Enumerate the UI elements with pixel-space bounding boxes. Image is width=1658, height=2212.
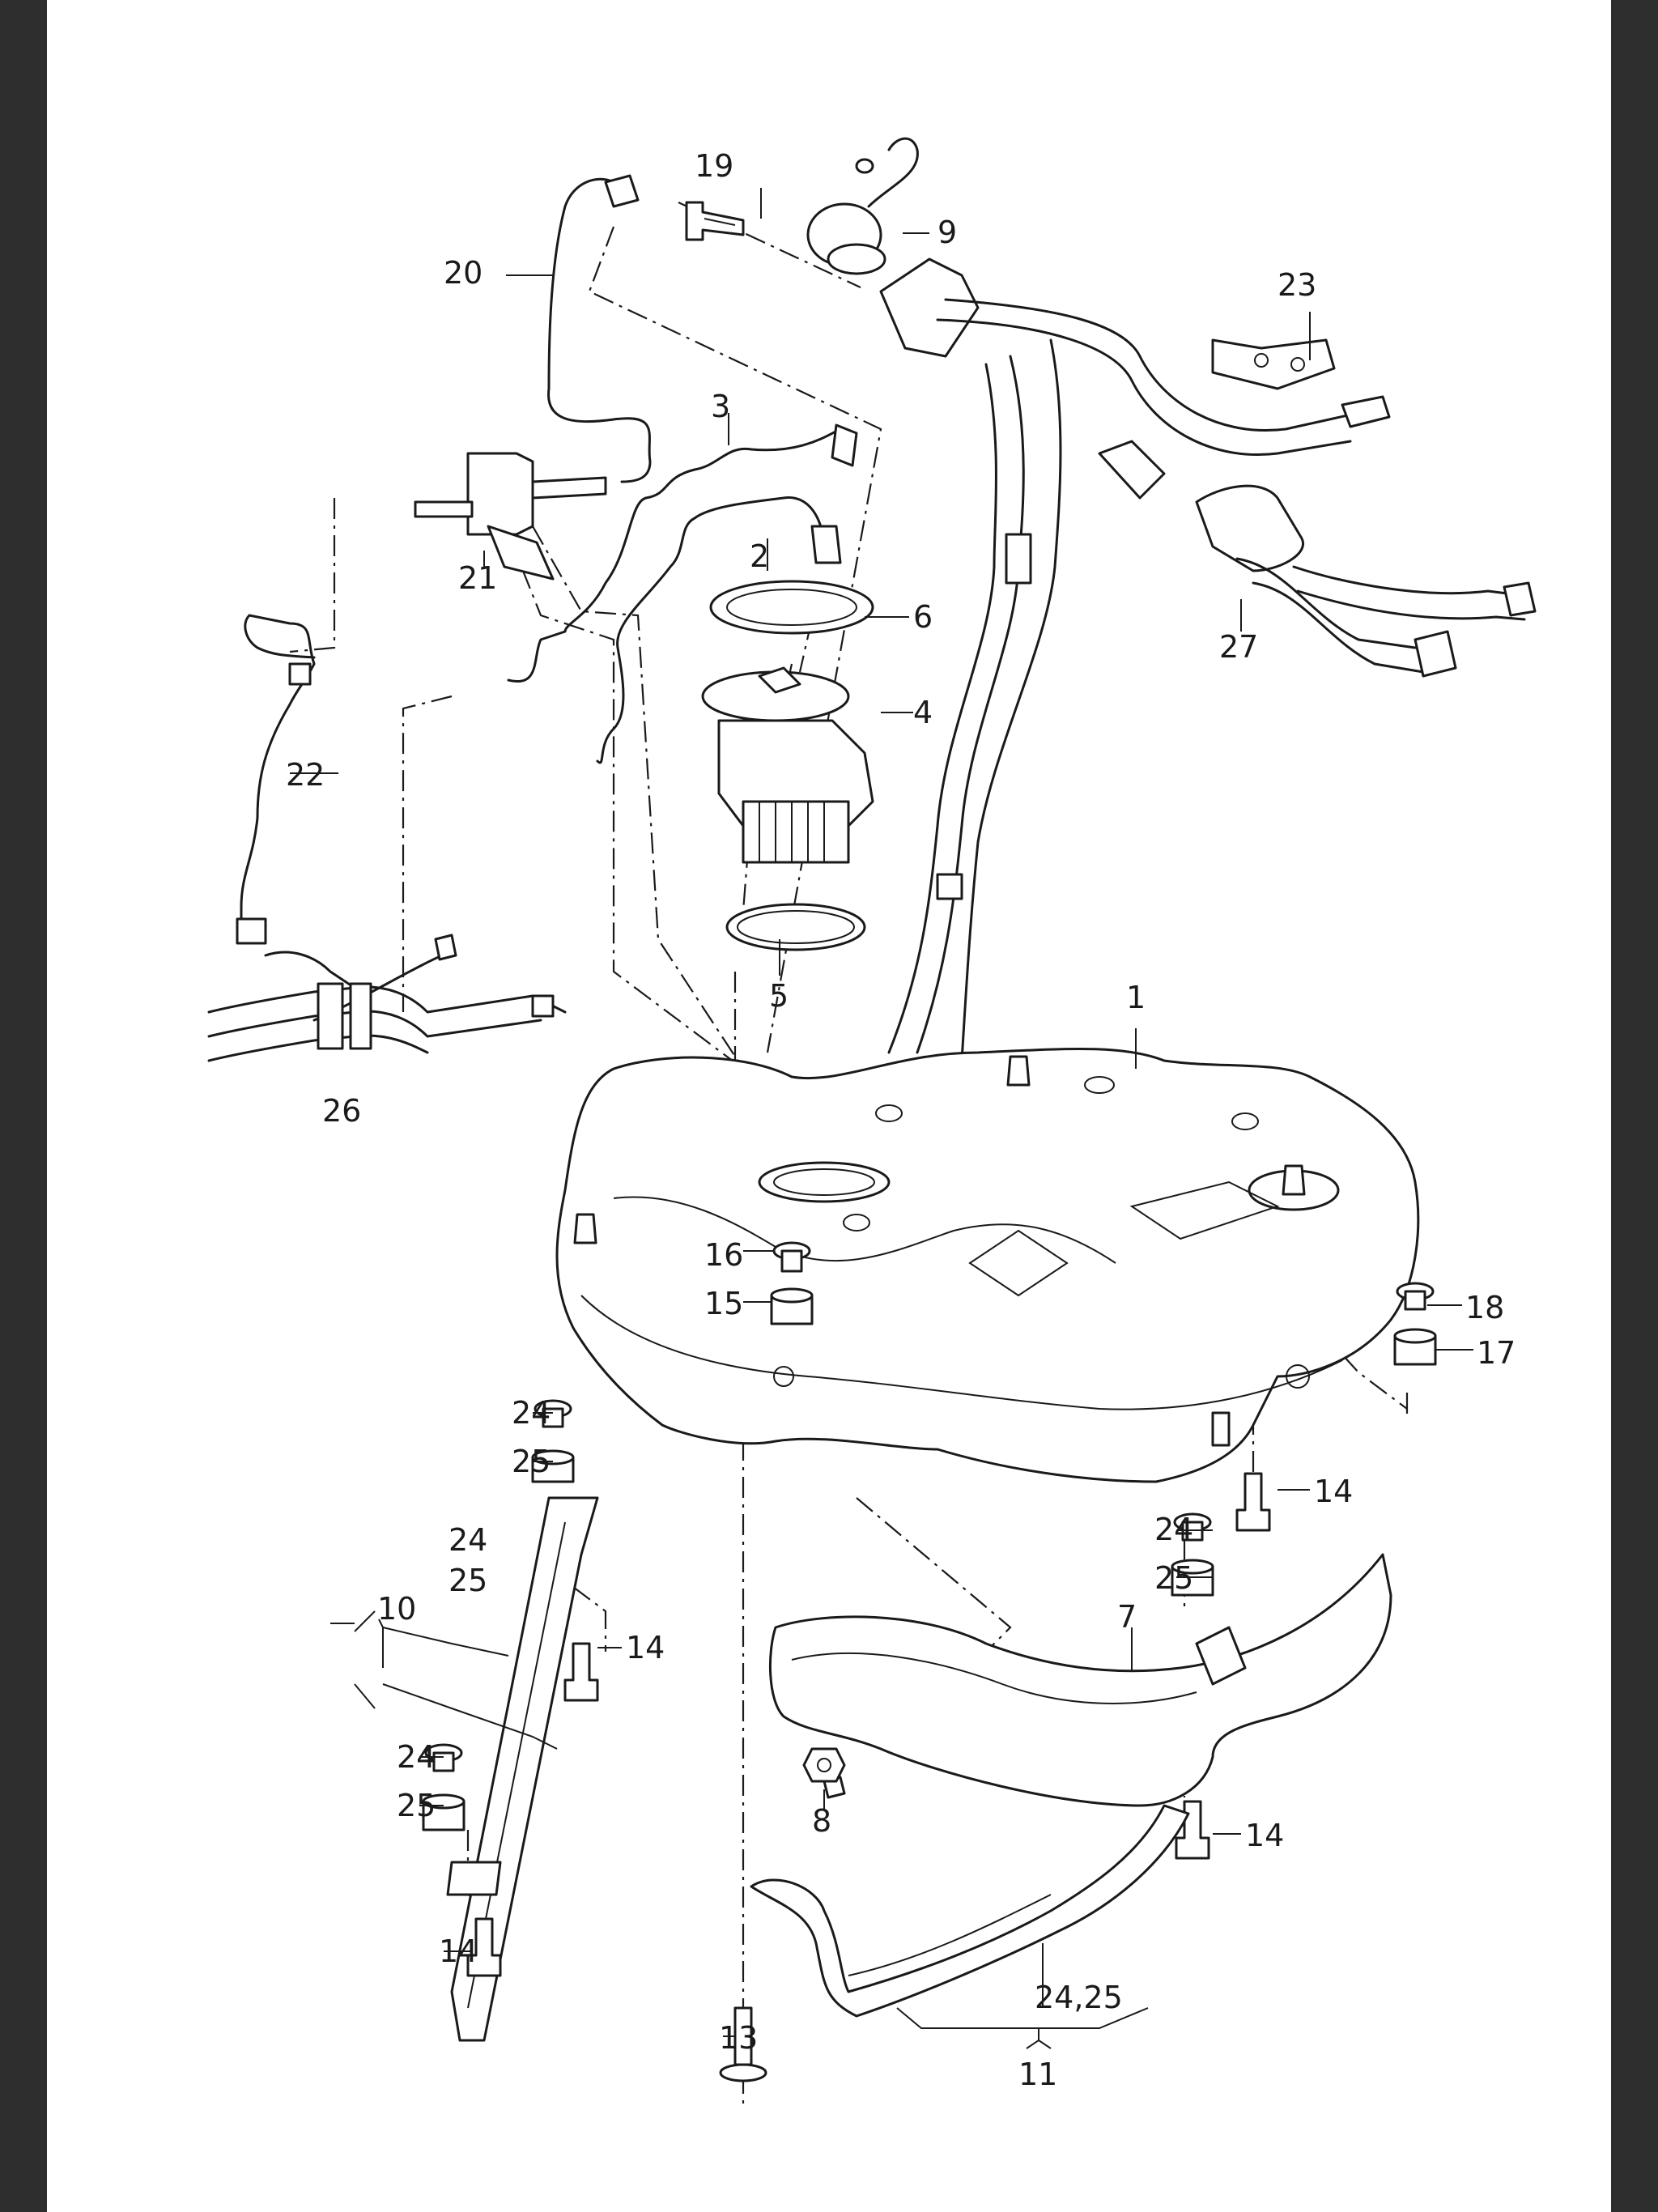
callout-24b: 24 xyxy=(1154,1512,1193,1547)
callout-21: 21 xyxy=(458,560,497,596)
callout-19: 19 xyxy=(695,148,733,184)
callout-25a: 25 xyxy=(512,1444,551,1479)
callout-2: 2 xyxy=(750,538,769,574)
part-23-clip xyxy=(1211,338,1336,390)
callout-25b: 25 xyxy=(1154,1560,1193,1596)
callout-3: 3 xyxy=(711,389,730,424)
callout-24d: 24 xyxy=(397,1739,436,1775)
leader-lines xyxy=(290,188,1473,2049)
callout-15: 15 xyxy=(704,1286,743,1321)
callout-25d: 25 xyxy=(397,1788,436,1823)
viewer-left-margin xyxy=(0,0,47,2212)
callout-1: 1 xyxy=(1126,980,1146,1015)
part-7-heat-shield xyxy=(769,1553,1392,1807)
callout-23: 23 xyxy=(1278,267,1316,303)
viewer-right-margin xyxy=(1611,0,1658,2212)
part-22-line xyxy=(236,614,316,945)
part-10-strap xyxy=(422,1399,599,2042)
callout-14c: 14 xyxy=(1245,1818,1284,1853)
callout-24a: 24 xyxy=(512,1395,551,1431)
callout-5: 5 xyxy=(769,978,789,1014)
part-20-line xyxy=(547,174,652,483)
part-4-fuel-sender xyxy=(701,666,874,864)
callout-24-25: 24,25 xyxy=(1035,1980,1123,2015)
part-2-line xyxy=(596,496,842,764)
callout-14b: 14 xyxy=(626,1630,665,1665)
callout-27: 27 xyxy=(1219,629,1258,665)
parts-diagram-page[interactable]: 19 9 23 20 3 2 21 6 27 4 22 5 1 26 16 15… xyxy=(47,0,1611,2212)
callout-10: 10 xyxy=(377,1591,416,1627)
part-1-fuel-tank xyxy=(555,1048,1420,1483)
callout-14a: 14 xyxy=(1314,1474,1353,1509)
callout-13: 13 xyxy=(719,2020,758,2056)
part-9-filler-cap xyxy=(806,137,919,275)
callout-18: 18 xyxy=(1465,1290,1504,1325)
part-14-bolts xyxy=(466,1472,1271,1977)
callout-26: 26 xyxy=(322,1093,361,1129)
part-6-locking-ring xyxy=(709,580,874,635)
callout-11: 11 xyxy=(1018,2057,1057,2092)
part-19-bolt xyxy=(685,201,745,241)
part-11-strap xyxy=(750,1804,1190,2018)
part-5-seal xyxy=(725,903,866,951)
callout-16: 16 xyxy=(704,1237,743,1273)
callout-6: 6 xyxy=(913,599,933,635)
part-26-bundle xyxy=(207,934,567,1062)
part-21-filter xyxy=(414,452,607,581)
callout-4: 4 xyxy=(913,695,933,730)
callout-20: 20 xyxy=(444,255,483,291)
callout-14d: 14 xyxy=(439,1933,478,1969)
part-13-bolt xyxy=(719,2006,767,2082)
callout-25c: 25 xyxy=(449,1563,487,1598)
part-3-line xyxy=(507,423,858,683)
callout-8: 8 xyxy=(812,1803,831,1839)
callout-7: 7 xyxy=(1117,1599,1137,1635)
callout-17: 17 xyxy=(1477,1335,1516,1371)
callout-9: 9 xyxy=(937,215,957,250)
fuel-tank-exploded-diagram: 19 9 23 20 3 2 21 6 27 4 22 5 1 26 16 15… xyxy=(207,137,1537,2105)
filler-pipe xyxy=(887,338,1062,1062)
callout-22: 22 xyxy=(286,757,325,793)
callout-labels: 19 9 23 20 3 2 21 6 27 4 22 5 1 26 16 15… xyxy=(286,148,1516,2092)
callout-24c: 24 xyxy=(449,1522,487,1558)
part-18-17-mounts xyxy=(1393,1282,1437,1366)
part-27-filler-neck xyxy=(879,257,1537,678)
part-8-nut xyxy=(802,1747,846,1783)
part-16-15-mounts xyxy=(770,1241,814,1325)
